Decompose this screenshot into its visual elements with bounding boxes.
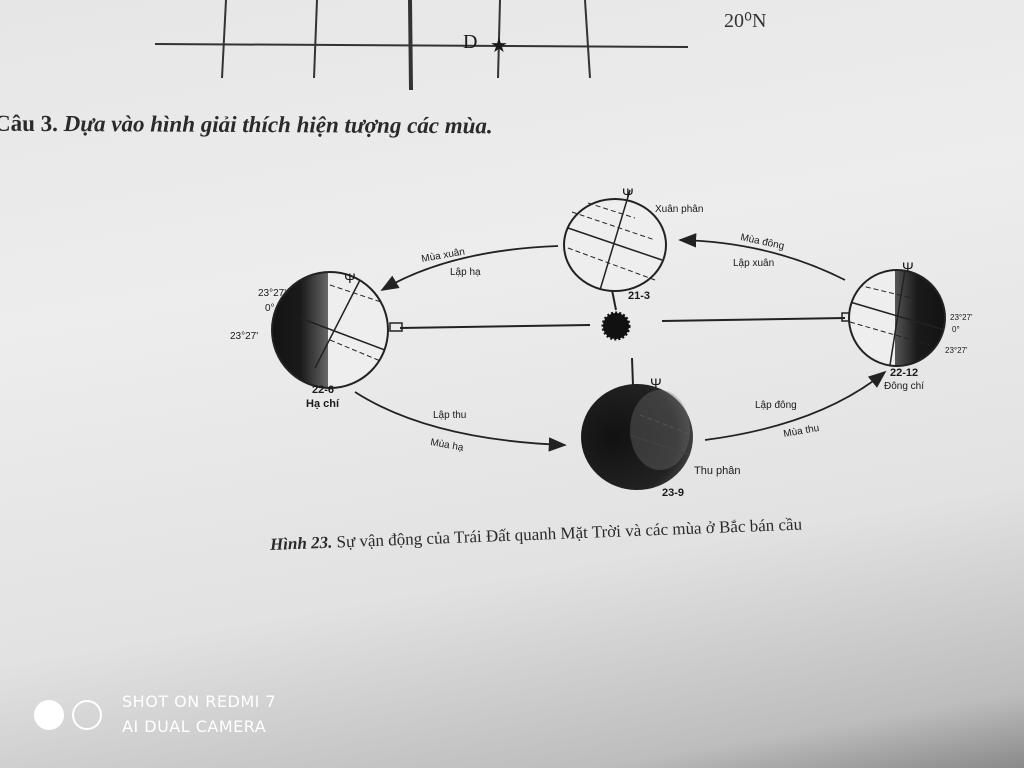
ha-chi-lat-north: 23°27' — [258, 288, 286, 299]
sun — [601, 311, 631, 341]
arc-winter — [678, 233, 846, 281]
svg-text:Ψ: Ψ — [622, 185, 634, 201]
svg-text:Ψ: Ψ — [902, 259, 914, 275]
question-heading: Câu 3. Dựa vào hình giải thích hiện tượn… — [0, 111, 493, 140]
arc-autumn — [704, 370, 887, 441]
watermark-circle-outline — [72, 700, 102, 730]
camera-watermark: SHOT ON REDMI 7 AI DUAL CAMERA — [30, 690, 330, 750]
arc-summer — [354, 391, 567, 452]
dong-chi-lat-south: 23°27' — [945, 346, 968, 355]
dong-chi-name: Đông chí — [884, 381, 924, 392]
label-lap-ha: Lập hạ — [450, 267, 481, 278]
globe-ha-chi: Ψ — [271, 270, 389, 389]
figure-number: Hình 23. — [269, 532, 333, 554]
thu-phan-name: Thu phân — [694, 465, 740, 477]
svg-text:Ψ: Ψ — [650, 375, 662, 391]
dong-chi-lat-equator: 0° — [952, 325, 960, 334]
question-number: Câu 3. — [0, 110, 58, 137]
ha-chi-lat-equator: 0° — [265, 303, 275, 314]
star-icon: ★ — [490, 35, 508, 57]
watermark-line2: AI DUAL CAMERA — [122, 717, 267, 736]
globe-xuan-phan: Ψ — [563, 185, 667, 292]
watermark-circle-filled — [34, 700, 64, 730]
ha-chi-lat-south: 23°27' — [230, 331, 258, 342]
ha-chi-date: 22-6 — [312, 384, 334, 396]
watermark-line1: SHOT ON REDMI 7 — [122, 692, 277, 711]
svg-text:Ψ: Ψ — [344, 270, 356, 286]
latitude-label: 20⁰N — [724, 10, 767, 32]
dong-chi-date: 22-12 — [890, 367, 918, 379]
label-lap-thu: Lập thu — [433, 410, 466, 421]
point-d-label: D — [463, 31, 477, 53]
arc-spring — [380, 245, 559, 291]
label-mua-thu: Mùa thu — [783, 423, 821, 440]
label-mua-xuan: Mùa xuân — [421, 246, 466, 264]
ha-chi-name: Hạ chí — [306, 398, 340, 410]
dong-chi-lat-north: 23°27' — [950, 313, 973, 322]
xuan-phan-name: Xuân phân — [655, 204, 703, 215]
globe-thu-phan: Ψ — [581, 375, 693, 490]
top-map-grid — [154, 0, 689, 91]
globe-dong-chi: Ψ — [848, 259, 946, 367]
sun-ray-right — [661, 317, 846, 322]
label-lap-xuan: Lập xuân — [733, 258, 774, 269]
question-text: Dựa vào hình giải thích hiện tượng các m… — [63, 111, 493, 139]
xuan-phan-date: 21-3 — [628, 290, 650, 302]
thu-phan-date: 23-9 — [662, 487, 684, 499]
sun-ray-left — [399, 324, 591, 329]
label-lap-dong: Lập đông — [755, 400, 797, 411]
label-mua-ha: Mùa hạ — [429, 437, 464, 454]
